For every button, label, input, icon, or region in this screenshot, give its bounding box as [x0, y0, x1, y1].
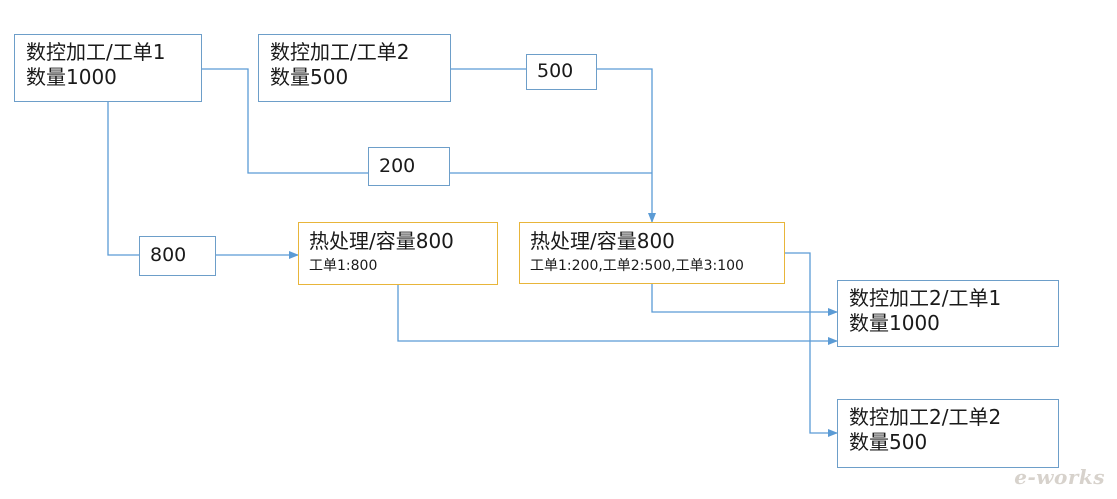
edge-heat1-to-cnc2-order1 — [397, 285, 838, 345]
node-quantity: 数量1000 — [849, 311, 940, 335]
node-title: 数控加工2/工单1 — [849, 286, 1002, 310]
node-allocation: 工单1:200,工单2:500,工单3:100 — [530, 258, 744, 274]
edge-order2-to-heat2 — [451, 68, 656, 223]
edge-order1-to-heat1 — [107, 102, 299, 259]
node-quantity: 数量1000 — [26, 65, 117, 89]
eworks-watermark-logo: e-works — [1014, 465, 1105, 489]
node-title: 热处理/容量800 — [309, 229, 454, 253]
node-title: 数控加工/工单1 — [26, 40, 166, 64]
node-title: 数控加工2/工单2 — [849, 405, 1002, 429]
node-heat-treatment-1: 热处理/容量800 工单1:800 — [298, 222, 498, 285]
node-quantity: 数量500 — [849, 430, 928, 454]
edge-heat2-to-cnc2-order1 — [651, 284, 838, 316]
quantity-label-800: 800 — [139, 236, 216, 276]
edge-heat2-to-cnc2-order2 — [785, 252, 838, 437]
node-quantity: 数量500 — [270, 65, 349, 89]
node-cnc2-order-2: 数控加工2/工单2 数量500 — [837, 399, 1059, 468]
node-heat-treatment-2: 热处理/容量800 工单1:200,工单2:500,工单3:100 — [519, 222, 785, 284]
node-cnc-order-1: 数控加工/工单1 数量1000 — [14, 34, 202, 102]
node-cnc-order-2: 数控加工/工单2 数量500 — [258, 34, 451, 102]
quantity-label-500: 500 — [526, 54, 597, 90]
quantity-label-200: 200 — [368, 147, 450, 186]
node-title: 数控加工/工单2 — [270, 40, 410, 64]
node-title: 热处理/容量800 — [530, 229, 675, 253]
node-allocation: 工单1:800 — [309, 258, 378, 274]
edge-order1-to-heat2 — [202, 68, 652, 174]
node-cnc2-order-1: 数控加工2/工单1 数量1000 — [837, 280, 1059, 347]
